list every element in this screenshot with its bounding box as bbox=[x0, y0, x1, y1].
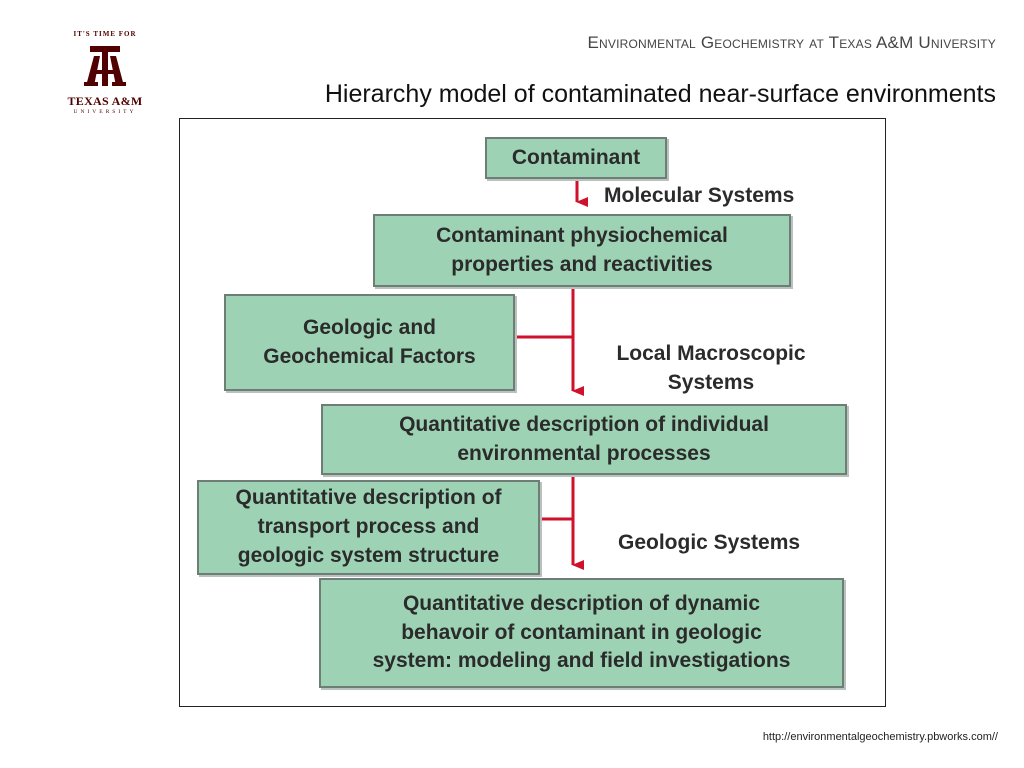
logo-name: TEXAS A&M bbox=[67, 94, 143, 108]
box-geologic-geochemical-factors: Geologic and Geochemical Factors bbox=[224, 294, 515, 391]
diagram-connectors bbox=[514, 179, 588, 570]
box-individual-processes: Quantitative description of individual e… bbox=[321, 404, 847, 475]
footer-url: http://environmentalgeochemistry.pbworks… bbox=[762, 731, 998, 743]
label-geologic-systems: Geologic Systems bbox=[618, 531, 801, 554]
atm-monogram-icon bbox=[84, 46, 126, 86]
label-molecular-systems: Molecular Systems bbox=[604, 184, 795, 207]
slide-title: Hierarchy model of contaminated near-sur… bbox=[324, 80, 996, 108]
tamu-logo: IT'S TIME FOR TEXAS A&M UNIVERSITY bbox=[62, 30, 148, 116]
header-title: Environmental Geochemistry at Texas A&M … bbox=[587, 33, 996, 52]
box-dynamic-behavior: Quantitative description of dynamic beha… bbox=[319, 578, 844, 688]
logo-subname: UNIVERSITY bbox=[73, 109, 137, 115]
box-transport-process: Quantitative description of transport pr… bbox=[197, 480, 540, 575]
label-local-macroscopic-systems: Local Macroscopic Systems bbox=[616, 342, 806, 394]
box-physiochemical-properties: Contaminant physiochemical properties an… bbox=[373, 214, 791, 287]
diagram-frame: Contaminant Molecular Systems Contaminan… bbox=[179, 118, 886, 707]
logo-tagline: IT'S TIME FOR bbox=[73, 30, 137, 38]
box-contaminant: Contaminant bbox=[485, 137, 667, 179]
